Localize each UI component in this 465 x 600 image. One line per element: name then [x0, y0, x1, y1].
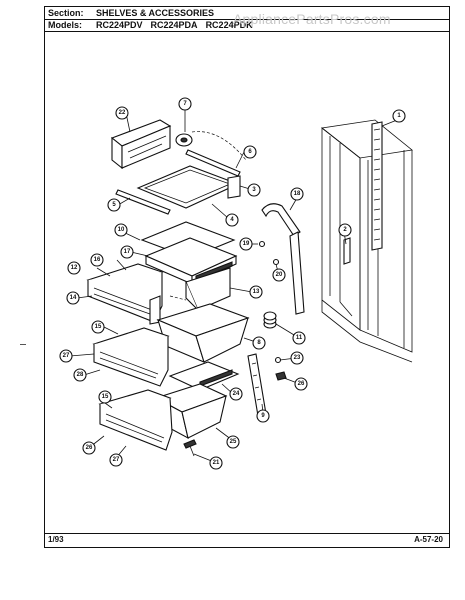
callout-11-text: 11 — [296, 335, 303, 341]
callout-15: 15 — [91, 320, 105, 334]
part-13-meat-drawer — [169, 267, 231, 311]
callout-16-text: 16 — [94, 257, 101, 263]
callout-28-text: 28 — [77, 372, 84, 378]
part-5-rail — [115, 189, 171, 215]
callout-9: 9 — [256, 409, 270, 423]
models-label: Models: — [48, 20, 83, 30]
callout-15-text: 15 — [95, 324, 102, 330]
part-22-upper-shelf-bracket — [110, 119, 172, 170]
callout-23-text: 23 — [294, 355, 301, 361]
callout-3: 3 — [247, 183, 261, 197]
model-1: RC224PDV — [96, 20, 143, 30]
callout-18: 18 — [290, 187, 304, 201]
callout-15-lower-text: 15 — [102, 394, 109, 400]
callout-21-text: 21 — [213, 460, 220, 466]
callout-20: 20 — [272, 268, 286, 282]
callout-26-text: 26 — [86, 445, 93, 451]
margin-mark — [20, 344, 26, 345]
callout-22-text: 22 — [119, 110, 126, 116]
callout-16: 16 — [90, 253, 104, 267]
callout-1-text: 1 — [397, 113, 401, 119]
callout-14-text: 14 — [70, 295, 77, 301]
part-9-slide-rail — [247, 353, 267, 417]
callout-1: 1 — [392, 109, 406, 123]
callout-balloons: 22 7 6 1 3 5 4 18 10 2 19 17 12 16 20 13… — [59, 97, 406, 470]
callout-3-text: 3 — [252, 187, 256, 193]
callout-6: 6 — [243, 145, 257, 159]
callout-24-text: 24 — [233, 391, 240, 397]
callout-27-text: 27 — [63, 353, 70, 359]
part-12-drawer-front — [86, 263, 164, 325]
callout-26-right: 26 — [294, 377, 308, 391]
callout-13-text: 13 — [253, 289, 260, 295]
callout-9-text: 9 — [261, 413, 265, 419]
section-value: SHELVES & ACCESSORIES — [96, 8, 215, 18]
cabinet-outline — [321, 119, 413, 363]
section-label: Section: — [48, 8, 84, 18]
callout-12-text: 12 — [71, 265, 78, 271]
callout-4: 4 — [225, 213, 239, 227]
callout-2-text: 2 — [343, 227, 347, 233]
callout-19: 19 — [239, 237, 253, 251]
small-fasteners — [258, 240, 287, 381]
callout-12: 12 — [67, 261, 81, 275]
page-code: A-57-20 — [414, 535, 443, 544]
callout-20-text: 20 — [276, 272, 283, 278]
callout-4-text: 4 — [230, 217, 234, 223]
parts-diagram-sheet: Section: SHELVES & ACCESSORIES Models: RC2… — [44, 6, 450, 548]
callout-2: 2 — [338, 223, 352, 237]
part-21-screw — [183, 439, 197, 457]
callout-10-text: 10 — [118, 227, 125, 233]
callout-17: 17 — [120, 245, 134, 259]
part-18-drain-tube — [261, 203, 305, 315]
callout-11: 11 — [292, 331, 306, 345]
callout-26: 26 — [82, 441, 96, 455]
callout-24: 24 — [229, 387, 243, 401]
callout-27: 27 — [59, 349, 73, 363]
part-24-lower-cover — [168, 361, 240, 391]
part-4-glass-shelf — [136, 165, 241, 209]
callout-8-text: 8 — [257, 340, 261, 346]
callout-25: 25 — [226, 435, 240, 449]
models-row: Models: RC224PDV RC224PDA RC224PDK — [45, 19, 449, 32]
model-3: RC224PDK — [205, 20, 253, 30]
callout-18-text: 18 — [294, 191, 301, 197]
watermark: AppliancePartsPros.com — [233, 11, 391, 27]
callout-13: 13 — [249, 285, 263, 299]
callout-27-lower: 27 — [109, 453, 123, 467]
callout-6-text: 6 — [248, 149, 252, 155]
callout-15-lower: 15 — [98, 390, 112, 404]
callout-17-text: 17 — [124, 249, 131, 255]
part-11-spring — [263, 311, 277, 329]
callout-23: 23 — [290, 351, 304, 365]
callout-7: 7 — [178, 97, 192, 111]
part-26-drawer-front — [98, 389, 173, 451]
part-8-crisper-drawer — [156, 303, 250, 363]
model-2: RC224PDA — [150, 20, 198, 30]
revision-date: 1/93 — [48, 535, 64, 544]
callout-27-lower-text: 27 — [113, 457, 120, 463]
callout-8: 8 — [252, 336, 266, 350]
callout-22: 22 — [115, 106, 129, 120]
callout-14: 14 — [66, 291, 80, 305]
part-15-drawer-front — [92, 327, 170, 387]
callout-19-text: 19 — [243, 241, 250, 247]
callout-10: 10 — [114, 223, 128, 237]
section-row: Section: SHELVES & ACCESSORIES — [45, 7, 449, 20]
part-7-cap — [175, 131, 247, 161]
callout-25-text: 25 — [230, 439, 237, 445]
callout-28: 28 — [73, 368, 87, 382]
callout-5: 5 — [107, 198, 121, 212]
callout-5-text: 5 — [112, 202, 116, 208]
footer: 1/93 A-57-20 — [45, 533, 449, 547]
callout-26-right-text: 26 — [298, 381, 305, 387]
callout-7-text: 7 — [183, 101, 187, 107]
callout-21: 21 — [209, 456, 223, 470]
